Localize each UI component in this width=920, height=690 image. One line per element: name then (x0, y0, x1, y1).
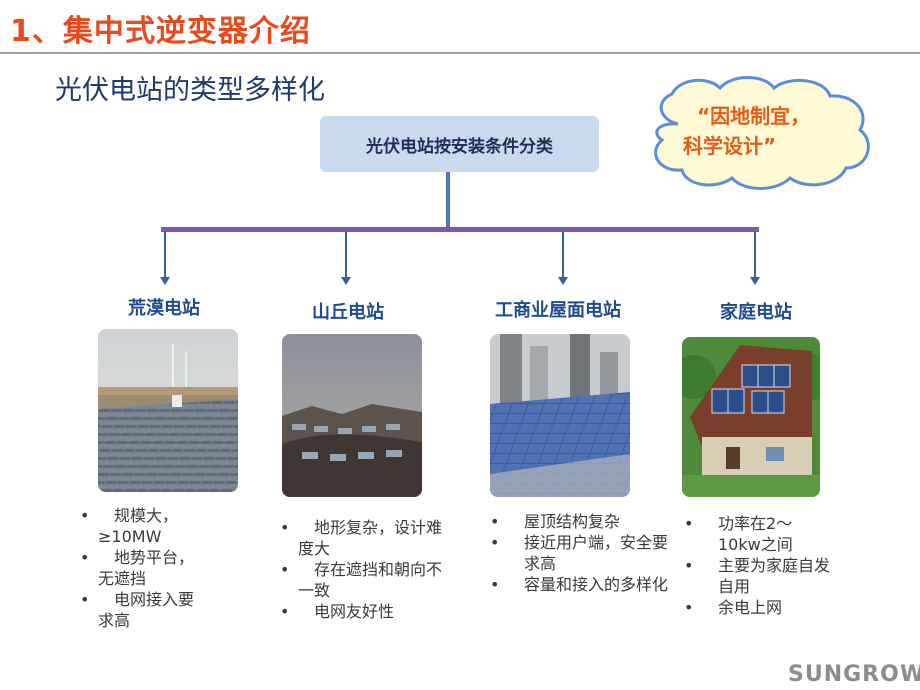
list-item: •屋顶结构复杂 (490, 512, 621, 531)
list-item: •容量和接入的多样化 (490, 575, 669, 594)
arrow-down-icon (750, 277, 760, 285)
list-item: •功率在2～10kw之间 (684, 514, 793, 554)
list-item: •电网接入要求高 (80, 590, 195, 630)
connector-drop-rooftop (562, 232, 564, 278)
slide-subtitle: 光伏电站的类型多样化 (55, 75, 325, 106)
desert-plant-photo (98, 329, 238, 492)
callout-line-2: 科学设计” (683, 134, 777, 158)
category-label-desert: 荒漠电站 (128, 298, 200, 319)
arrow-down-icon (341, 277, 351, 285)
list-item: •规模大，≥10MW (80, 506, 179, 546)
connector-drop-desert (164, 232, 166, 278)
connector-drop-home (754, 232, 756, 278)
category-label-home: 家庭电站 (720, 302, 792, 323)
list-item: •主要为家庭自发自用 (684, 556, 831, 596)
callout-line-1: “因地制宜， (697, 104, 811, 128)
classification-root-box: 光伏电站按安装条件分类 (320, 116, 599, 172)
list-item: •余电上网 (684, 598, 783, 617)
bullet-list-desert: •规模大，≥10MW •地势平台，无遮挡 •电网接入要求高 (80, 505, 205, 631)
title-divider (0, 52, 920, 54)
bullet-list-hill: •地形复杂，设计难度大 •存在遮挡和朝向不一致 •电网友好性 (280, 517, 445, 622)
arrow-down-icon (558, 277, 568, 285)
list-item: •电网友好性 (280, 602, 395, 621)
category-label-rooftop: 工商业屋面电站 (495, 300, 621, 321)
rooftop-plant-photo (490, 334, 630, 497)
connector-drop-hill (345, 232, 347, 278)
connector-horizontal-bar (161, 227, 759, 232)
root-label: 光伏电站按安装条件分类 (366, 136, 553, 157)
sungrow-logo: SUNGROW (788, 662, 920, 687)
category-label-hill: 山丘电站 (312, 302, 384, 323)
list-item: •地形复杂，设计难度大 (280, 518, 443, 558)
callout-text: “因地制宜， 科学设计” (683, 101, 843, 161)
list-item: •地势平台，无遮挡 (80, 548, 195, 588)
hill-plant-photo (282, 334, 422, 497)
home-plant-photo (682, 337, 820, 497)
connector-trunk (446, 172, 450, 229)
list-item: •接近用户端，安全要求高 (490, 533, 669, 573)
slide-title: 1、集中式逆变器介绍 (10, 14, 311, 49)
bullet-list-rooftop: •屋顶结构复杂 •接近用户端，安全要求高 •容量和接入的多样化 (490, 511, 670, 595)
bullet-list-home: •功率在2～10kw之间 •主要为家庭自发自用 •余电上网 (684, 513, 834, 618)
list-item: •存在遮挡和朝向不一致 (280, 560, 443, 600)
callout-cloud-icon (654, 76, 870, 190)
arrow-down-icon (160, 277, 170, 285)
